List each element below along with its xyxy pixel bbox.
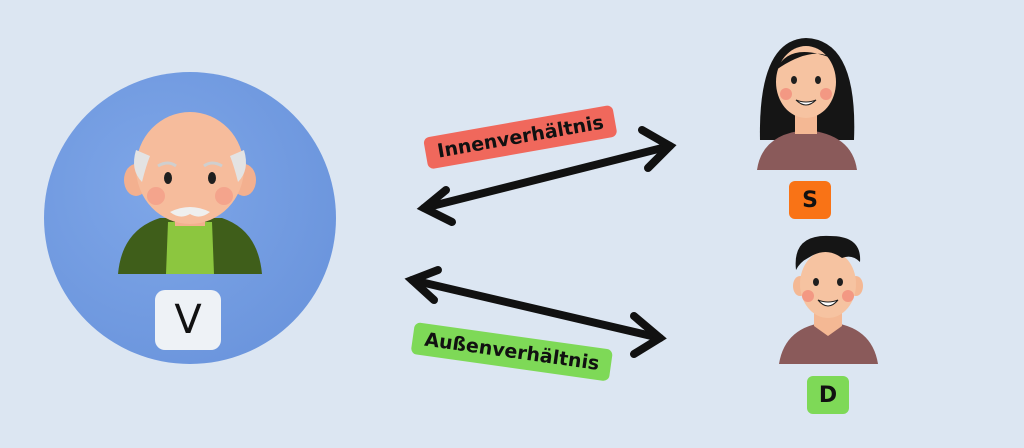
inner-relation-arrow xyxy=(416,126,677,226)
outer-relation-arrow xyxy=(404,266,667,358)
s-badge: S xyxy=(789,181,831,219)
young-man-avatar-icon xyxy=(779,235,878,364)
old-man-avatar-icon xyxy=(118,112,262,274)
v-badge: V xyxy=(155,290,221,350)
d-badge: D xyxy=(807,376,849,414)
woman-avatar-icon xyxy=(757,38,857,170)
